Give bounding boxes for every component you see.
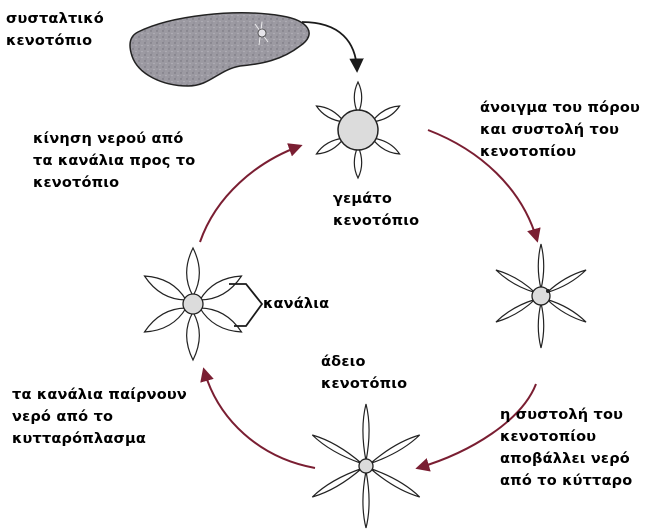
- canals-take-water-label: τα κανάλια παίρνουν νερό από το κυτταρόπ…: [12, 384, 187, 450]
- pointer-arrow: [302, 22, 357, 70]
- empty-vacuole-organelle: [311, 404, 421, 528]
- canals-bracket: [229, 284, 262, 326]
- paramecium-cell: [130, 13, 309, 86]
- contractile-vacuole-label: συσταλτικό κενοτόπιο: [6, 8, 104, 52]
- filling-vacuole-organelle: [141, 248, 244, 360]
- canals-label: κανάλια: [263, 293, 329, 315]
- full-vacuole-label: γεμάτο κενοτόπιο: [333, 188, 419, 232]
- contraction-expels-label: η συστολή του κενοτοπίου αποβάλλει νερό …: [500, 404, 632, 492]
- pore-opening-label: άνοιγμα του πόρου και συστολή του κενοτο…: [480, 97, 640, 163]
- water-movement-label: κίνηση νερού από τα κανάλια προς το κενο…: [33, 128, 195, 194]
- full-vacuole-organelle: [315, 82, 402, 178]
- contracting-vacuole-organelle: [495, 244, 588, 348]
- empty-vacuole-label: άδειο κενοτόπιο: [321, 351, 407, 395]
